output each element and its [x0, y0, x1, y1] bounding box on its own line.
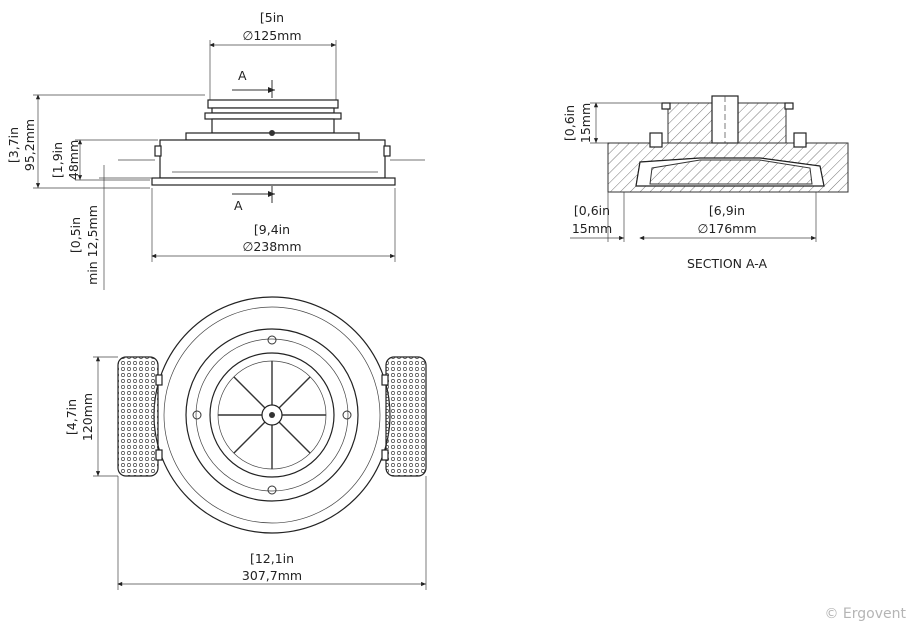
pad-clip	[381, 374, 389, 386]
section-caption: SECTION A-A	[687, 256, 768, 271]
section-offset-mm: 15mm	[572, 221, 612, 236]
pad-clip	[155, 449, 163, 461]
pad-clip	[155, 374, 163, 386]
screw	[192, 410, 202, 420]
top-ring	[211, 107, 335, 114]
overall-width-in: [12,1in	[250, 551, 294, 566]
height-in: [3,7in	[6, 127, 21, 163]
section-marker-top: A	[238, 68, 247, 83]
overall-width-mm: 307,7mm	[242, 568, 302, 583]
height-mm: 95,2mm	[22, 119, 37, 171]
clip	[383, 145, 391, 157]
section-clip	[793, 132, 807, 148]
section-offset-in: [0,6in	[574, 203, 610, 218]
top-ring	[207, 99, 339, 109]
section-clip	[649, 132, 663, 148]
section-inner-diameter-mm: ∅176mm	[697, 221, 756, 236]
base-plate	[151, 177, 396, 186]
section-tab	[784, 102, 794, 110]
min-depth-mm: min 12,5mm	[85, 205, 100, 285]
screw	[267, 485, 277, 495]
top-diameter-in: [5in	[260, 10, 284, 25]
flange-ring-inner	[195, 338, 349, 492]
top-view: [4,7in 120mm [12,1in 307,7mm	[64, 296, 427, 590]
screw	[269, 130, 275, 136]
pad-height-mm: 120mm	[80, 393, 95, 441]
section-height-in: [0,6in	[562, 105, 577, 141]
side-view: [5in ∅125mm A A [3,7in 95,2mm	[6, 10, 425, 290]
section-marker-bottom: A	[234, 198, 243, 213]
screw	[342, 410, 352, 420]
clip	[154, 145, 162, 157]
plate-ring	[163, 306, 381, 524]
mid-height-in: [1,9in	[50, 142, 65, 178]
screw	[267, 335, 277, 345]
section-height-mm: 15mm	[578, 103, 593, 143]
section-diffuser	[649, 159, 813, 185]
min-depth-in: [0,5in	[68, 217, 83, 253]
hub-center	[269, 412, 275, 418]
pad-clip	[381, 449, 389, 461]
section-view: [0,6in 15mm [0,6in 15mm [6,9in ∅176mm SE…	[562, 95, 849, 271]
base-diameter-mm: ∅238mm	[242, 239, 301, 254]
top-ring	[204, 112, 342, 120]
pad-height-in: [4,7in	[64, 399, 79, 435]
section-inner-diameter-in: [6,9in	[709, 203, 745, 218]
copyright-text: © Ergovent	[824, 606, 906, 622]
top-diameter-mm: ∅125mm	[242, 28, 301, 43]
section-tab	[661, 102, 671, 110]
right-pad	[385, 356, 427, 477]
mid-height-mm: 48mm	[66, 140, 81, 180]
base-diameter-in: [9,4in	[254, 222, 290, 237]
left-pad	[117, 356, 159, 477]
